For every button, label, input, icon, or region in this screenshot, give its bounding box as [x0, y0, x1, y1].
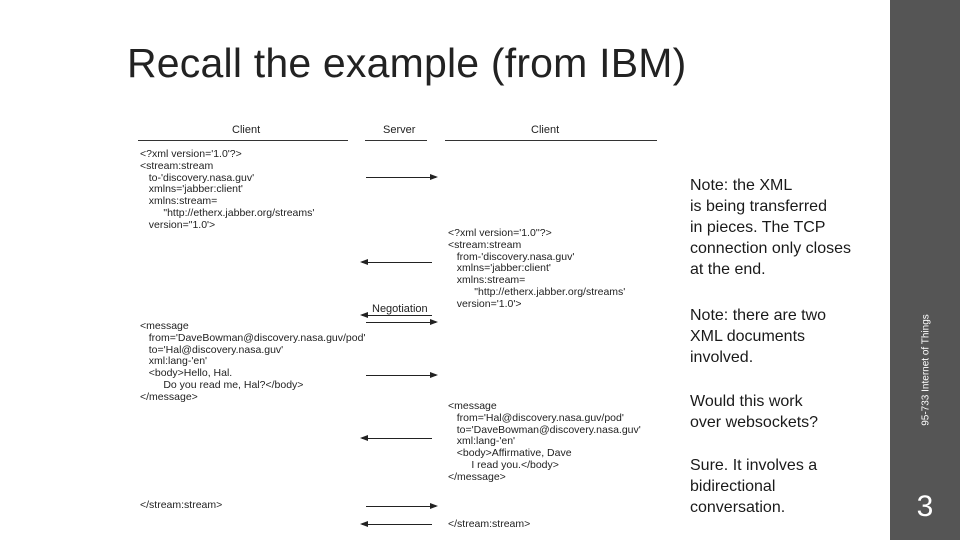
note-two-documents: Note: there are two XML documents involv…: [690, 307, 827, 366]
arrow-client-to-server-2: [366, 371, 438, 378]
server-stream-close: </stream:stream>: [448, 518, 531, 530]
arrow-server-to-client-2: [360, 434, 432, 441]
server-stream-open: <?xml version='1.0''?> <stream:stream fr…: [448, 227, 626, 310]
course-label: 95-733 Internet of Things: [920, 314, 932, 426]
client-header-left: Client: [232, 124, 261, 136]
client-header-right: Client: [531, 124, 560, 136]
arrow-server-to-client-1: [360, 258, 432, 265]
right-header-rule: [445, 140, 657, 141]
arrow-client-to-server-1: [366, 173, 438, 180]
client-stream-close: </stream:stream>: [140, 499, 223, 511]
server-message: <message from='Hal@discovery.nasa.guv/po…: [448, 400, 641, 483]
arrow-server-to-client-3: [360, 520, 432, 527]
xmpp-exchange-figure: Client Server Client <?xml version='1.0'…: [136, 120, 676, 540]
arrow-client-to-server-3: [366, 502, 438, 509]
negotiation-label: Negotiation: [372, 303, 428, 315]
right-sidebar: [890, 0, 960, 540]
center-header-rule: [365, 140, 427, 141]
arrow-negotiation-right: [366, 318, 438, 325]
server-header: Server: [383, 124, 416, 136]
slide-title: Recall the example (from IBM): [127, 40, 687, 86]
note-xml-in-pieces: Note: the XML is being transferred in pi…: [690, 177, 851, 278]
note-bidirectional-answer: Sure. It involves a bidirectional conver…: [690, 457, 818, 516]
page-number: 3: [916, 490, 934, 523]
client-stream-open: <?xml version='1.0'?> <stream:stream to-…: [140, 148, 315, 231]
client-message: <message from='DaveBowman@discovery.nasa…: [140, 320, 366, 403]
note-websockets-question: Would this work over websockets?: [690, 393, 819, 431]
arrow-negotiation-left: [360, 311, 432, 318]
left-header-rule: [138, 140, 348, 141]
